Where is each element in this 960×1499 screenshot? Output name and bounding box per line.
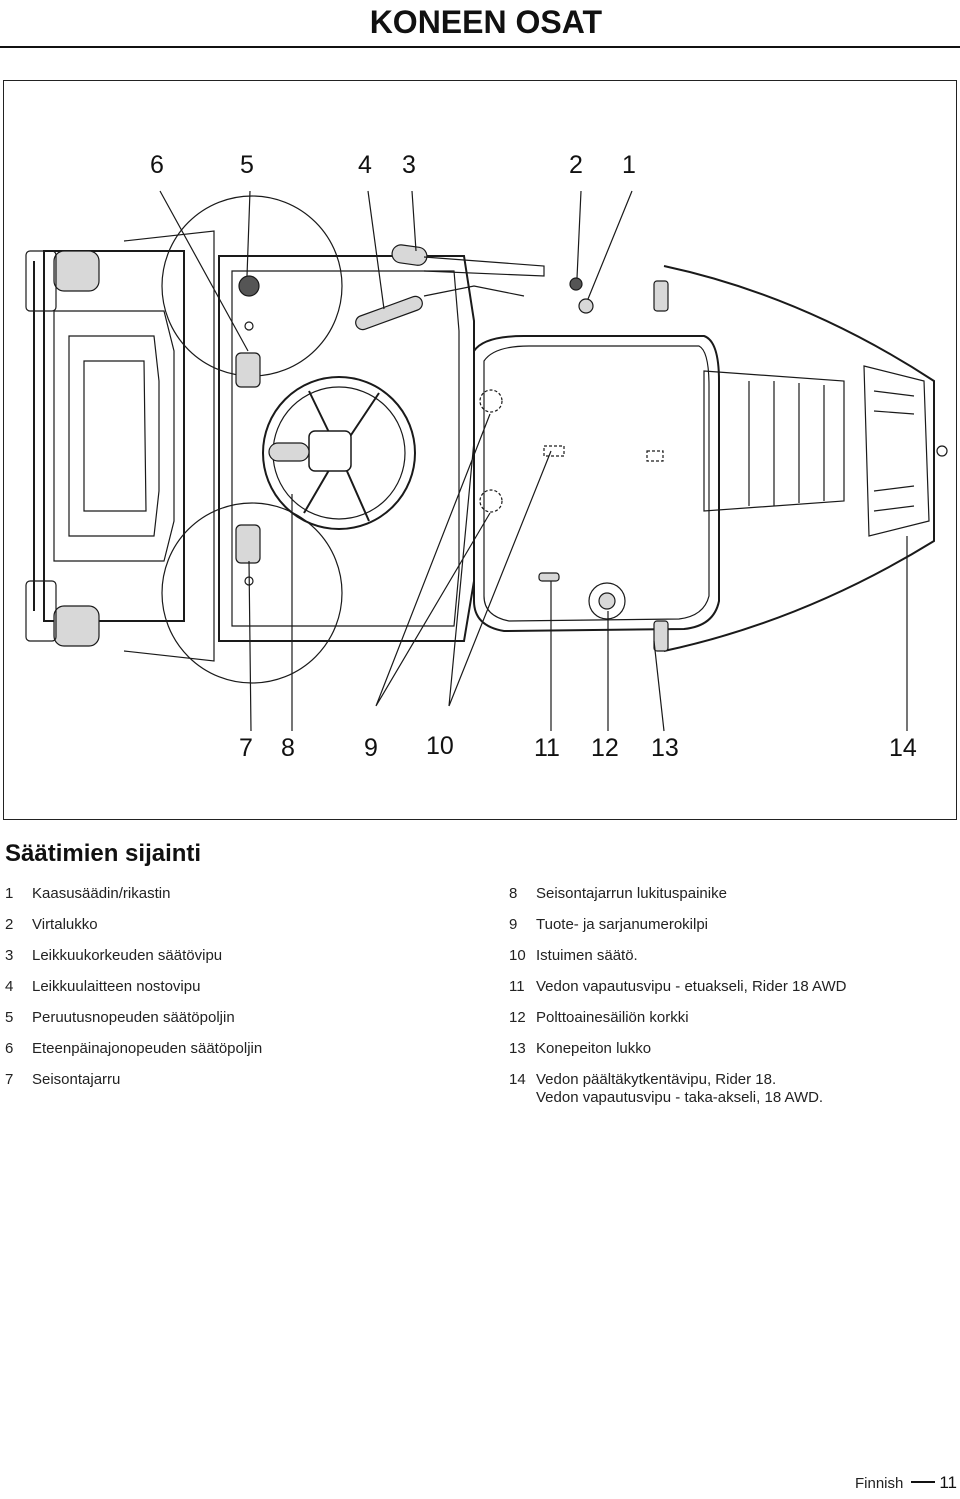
page-number: 11	[939, 1473, 957, 1492]
callout-5: 5	[240, 151, 254, 179]
footer-language: Finnish	[854, 1475, 904, 1492]
callout-14: 14	[889, 734, 917, 762]
callout-13: 13	[651, 734, 679, 762]
header-divider	[0, 46, 960, 48]
callout-12: 12	[591, 734, 619, 762]
section-heading: Säätimien sijainti	[5, 840, 202, 867]
callout-10: 10	[426, 732, 454, 760]
callout-2: 2	[569, 151, 583, 179]
callout-3: 3	[402, 151, 416, 179]
callout-11: 11	[534, 734, 560, 762]
callout-8: 8	[281, 734, 295, 762]
callout-6: 6	[150, 151, 164, 179]
callout-7: 7	[239, 734, 253, 762]
callout-9: 9	[364, 734, 378, 762]
callout-1: 1	[622, 151, 636, 179]
page-footer: Finnish 11	[855, 1473, 957, 1493]
rider-mower-top-view: 6 5 4 3 2 1 7 8 9 10 11 12 13 14	[25, 151, 948, 762]
page-title: KONEEN OSAT	[369, 4, 602, 40]
machine-diagram: 6 5 4 3 2 1 7 8 9 10 11 12 13 14	[3, 80, 957, 820]
callout-4: 4	[358, 151, 372, 179]
footer-divider	[911, 1481, 936, 1483]
